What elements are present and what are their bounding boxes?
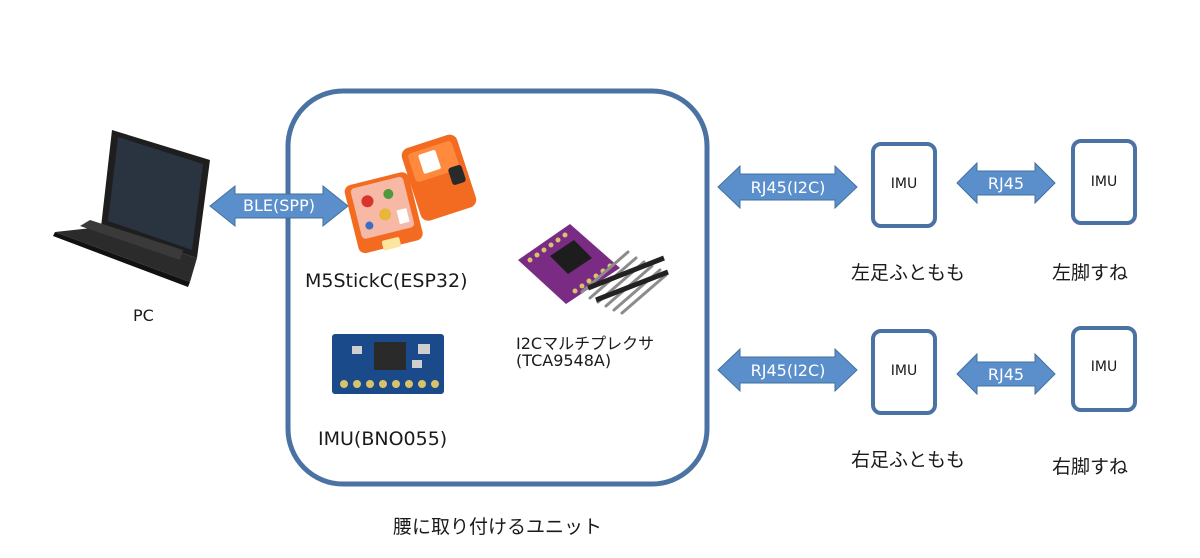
right-shin-caption: 右脚すね bbox=[1052, 456, 1129, 478]
bno055-board-image bbox=[332, 334, 444, 394]
laptop-icon bbox=[53, 130, 210, 287]
imu-box-right-shin bbox=[1071, 326, 1137, 412]
m5stickc-image bbox=[344, 134, 477, 254]
right-thigh-caption: 右足ふともも bbox=[851, 449, 966, 471]
imu-box-right-thigh bbox=[871, 329, 937, 415]
rj45-i2c-arrow-top bbox=[717, 164, 858, 210]
ble-arrow bbox=[209, 184, 349, 228]
waist-unit-caption: 腰に取り付けるユニット bbox=[393, 516, 603, 538]
imu-left-thigh-label: IMU bbox=[890, 176, 918, 192]
imu-box-left-shin bbox=[1071, 139, 1137, 225]
m5stickc-label: M5StickC(ESP32) bbox=[305, 270, 468, 292]
bno055-label: IMU(BNO055) bbox=[318, 428, 448, 450]
rj45-arrow-top bbox=[956, 161, 1056, 205]
ble-link-label: BLE(SPP) bbox=[243, 196, 315, 215]
rj45-bottom-label: RJ45 bbox=[987, 365, 1025, 384]
imu-right-shin-label: IMU bbox=[1090, 359, 1118, 375]
rj45-i2c-bottom-label: RJ45(I2C) bbox=[750, 361, 826, 380]
mux-label-line1: I2Cマルチプレクサ bbox=[516, 334, 655, 353]
rj45-i2c-top-label: RJ45(I2C) bbox=[750, 178, 826, 197]
imu-box-left-thigh bbox=[871, 142, 937, 228]
rj45-top-label: RJ45 bbox=[987, 174, 1025, 193]
i2c-multiplexer-image bbox=[518, 224, 669, 315]
pc-label: PC bbox=[133, 306, 154, 325]
mux-label-line2: (TCA9548A) bbox=[516, 351, 612, 370]
left-shin-caption: 左脚すね bbox=[1052, 262, 1129, 284]
rj45-i2c-arrow-bottom bbox=[717, 347, 858, 393]
waist-unit-frame bbox=[285, 88, 710, 487]
imu-right-thigh-label: IMU bbox=[890, 363, 918, 379]
imu-left-shin-label: IMU bbox=[1090, 174, 1118, 190]
left-thigh-caption: 左足ふともも bbox=[851, 262, 966, 284]
rj45-arrow-bottom bbox=[956, 352, 1056, 396]
